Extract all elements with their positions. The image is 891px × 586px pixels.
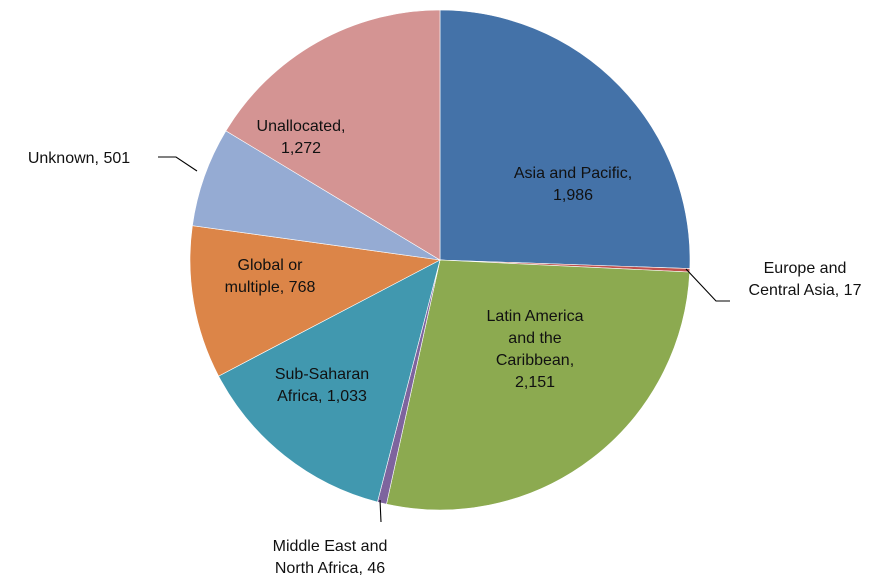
leader-lines	[158, 156, 730, 523]
data-label-line: Caribbean,	[496, 352, 574, 369]
data-label-asia-and-pacific: Asia and Pacific, 1,986	[514, 165, 632, 204]
data-label-unallocated: Unallocated, 1,272	[257, 118, 346, 157]
data-label-line: Unknown, 501	[28, 150, 130, 167]
data-label-line: Latin America	[487, 308, 584, 325]
data-label-line: Middle East and	[273, 538, 388, 555]
slice-asia-and-pacific	[439, 9, 691, 269]
leader-line-unknown	[158, 156, 198, 172]
leader-line-europe-and-central-asia	[685, 268, 730, 302]
data-label-line: Asia and Pacific,	[514, 165, 632, 182]
data-label-line: Global or	[238, 257, 304, 274]
data-label-line: 2,151	[515, 374, 555, 391]
data-label-line: Sub-Saharan	[275, 366, 369, 383]
data-label-line: 1,986	[553, 187, 593, 204]
data-label-line: and the	[508, 330, 561, 347]
data-label-line: Unallocated,	[257, 118, 346, 135]
pie-slices	[189, 9, 691, 511]
slice-global-or-multiple	[189, 225, 441, 377]
data-label-line: Africa, 1,033	[277, 388, 367, 405]
leader-line-middle-east-and-north-africa	[379, 499, 382, 523]
data-label-line: Europe and	[764, 260, 847, 277]
data-label-global-or-multiple: Global or multiple, 768	[225, 257, 316, 296]
data-label-line: Central Asia, 17	[749, 282, 862, 299]
data-label-line: North Africa, 46	[275, 560, 385, 577]
data-label-line: 1,272	[281, 140, 321, 157]
data-label-unknown: Unknown, 501	[28, 150, 130, 167]
slice-unallocated	[225, 9, 441, 261]
slice-sub-saharan-africa	[218, 259, 441, 503]
data-label-line: multiple, 768	[225, 279, 316, 296]
slice-latin-america-and-the-caribbean	[386, 259, 691, 511]
